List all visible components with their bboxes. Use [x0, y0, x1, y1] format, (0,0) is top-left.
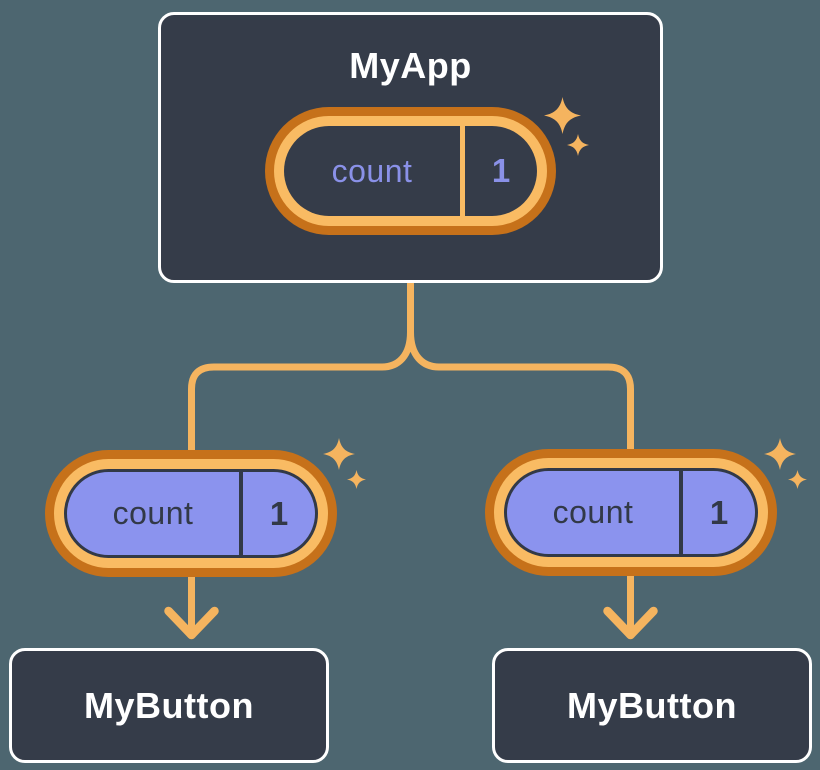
- state-pill-ring: count 1: [274, 116, 547, 226]
- pill-divider: [460, 126, 465, 216]
- mybutton-node-right: MyButton: [492, 648, 812, 763]
- state-pill-body: count 1: [284, 126, 537, 216]
- myapp-node: MyApp count 1: [158, 12, 663, 283]
- mybutton-title: MyButton: [567, 684, 737, 726]
- state-pill-left: count 1: [45, 450, 337, 577]
- pill-divider: [239, 472, 243, 555]
- state-pill-ring: count 1: [54, 459, 328, 568]
- sparkle-icon: [347, 470, 366, 489]
- state-name-label: count: [112, 495, 194, 531]
- state-name-label: count: [552, 494, 634, 530]
- sparkle-icon: [323, 438, 355, 470]
- sparkle-icon: [567, 134, 589, 156]
- arrow-down-icon: [164, 606, 219, 640]
- myapp-title: MyApp: [349, 45, 472, 86]
- state-pill-body: count 1: [504, 468, 758, 557]
- state-pill-body: count 1: [64, 469, 318, 558]
- sparkle-icon: [788, 470, 807, 489]
- mybutton-title: MyButton: [84, 684, 254, 726]
- pill-divider: [679, 471, 683, 554]
- state-pill-right: count 1: [485, 449, 777, 576]
- state-value-label: 1: [491, 152, 511, 189]
- state-value-label: 1: [709, 493, 729, 531]
- state-value-label: 1: [269, 494, 289, 532]
- state-name-label: count: [331, 152, 413, 189]
- state-pill-root: count 1: [265, 107, 556, 235]
- sparkle-icon: [544, 97, 581, 134]
- connector-left-branch: [188, 280, 414, 637]
- state-pill-ring: count 1: [494, 458, 768, 567]
- sparkle-icon: [764, 438, 796, 470]
- connector-right-branch: [407, 280, 634, 637]
- mybutton-node-left: MyButton: [9, 648, 329, 763]
- arrow-down-icon: [603, 606, 658, 640]
